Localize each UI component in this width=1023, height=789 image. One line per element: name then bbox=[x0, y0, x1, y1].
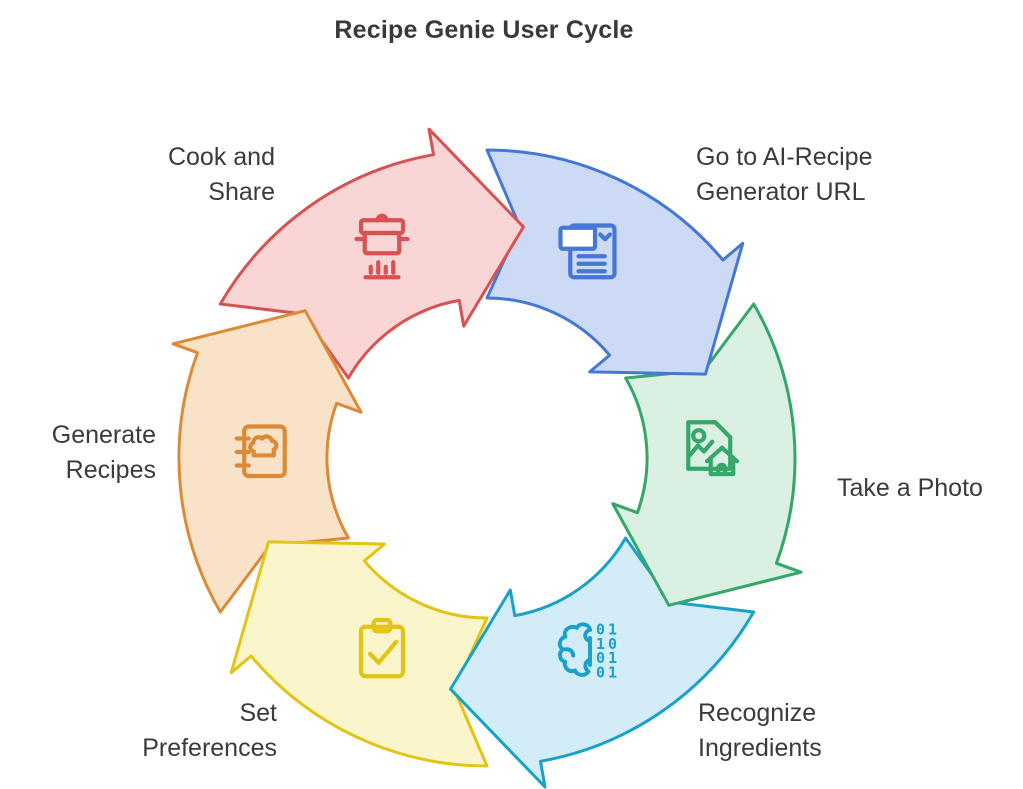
arrow-segment-recognize-ingredients bbox=[449, 536, 756, 789]
binary-row-4: 01 bbox=[596, 663, 620, 681]
label-recognize-ingredients: Recognize Ingredients bbox=[698, 699, 822, 762]
diagram-title: Recipe Genie User Cycle bbox=[334, 16, 634, 44]
binary-row-2: 10 bbox=[596, 635, 620, 653]
arrow-segment-generate-recipes bbox=[171, 309, 363, 614]
recipe-book-icon bbox=[234, 424, 287, 479]
label-take-a-photo: Take a Photo bbox=[837, 474, 983, 502]
brain-binary-icon: 01 10 01 01 bbox=[557, 621, 620, 681]
label-cook-and-share: Cook and Share bbox=[167, 143, 275, 206]
cooking-pot-icon bbox=[354, 213, 410, 280]
binary-row-3: 01 bbox=[596, 649, 620, 667]
label-generate-recipes: Generate Recipes bbox=[51, 421, 156, 484]
arrow-segment-take-photo-head-overlap bbox=[611, 481, 803, 607]
binary-row-1: 01 bbox=[596, 621, 620, 639]
label-set-preferences: Set Preferences bbox=[142, 699, 277, 762]
photo-document-icon bbox=[686, 420, 740, 477]
label-go-to-url: Go to AI-Recipe Generator URL bbox=[696, 143, 873, 206]
clipboard-check-icon bbox=[358, 617, 406, 679]
browser-form-icon bbox=[558, 223, 617, 280]
